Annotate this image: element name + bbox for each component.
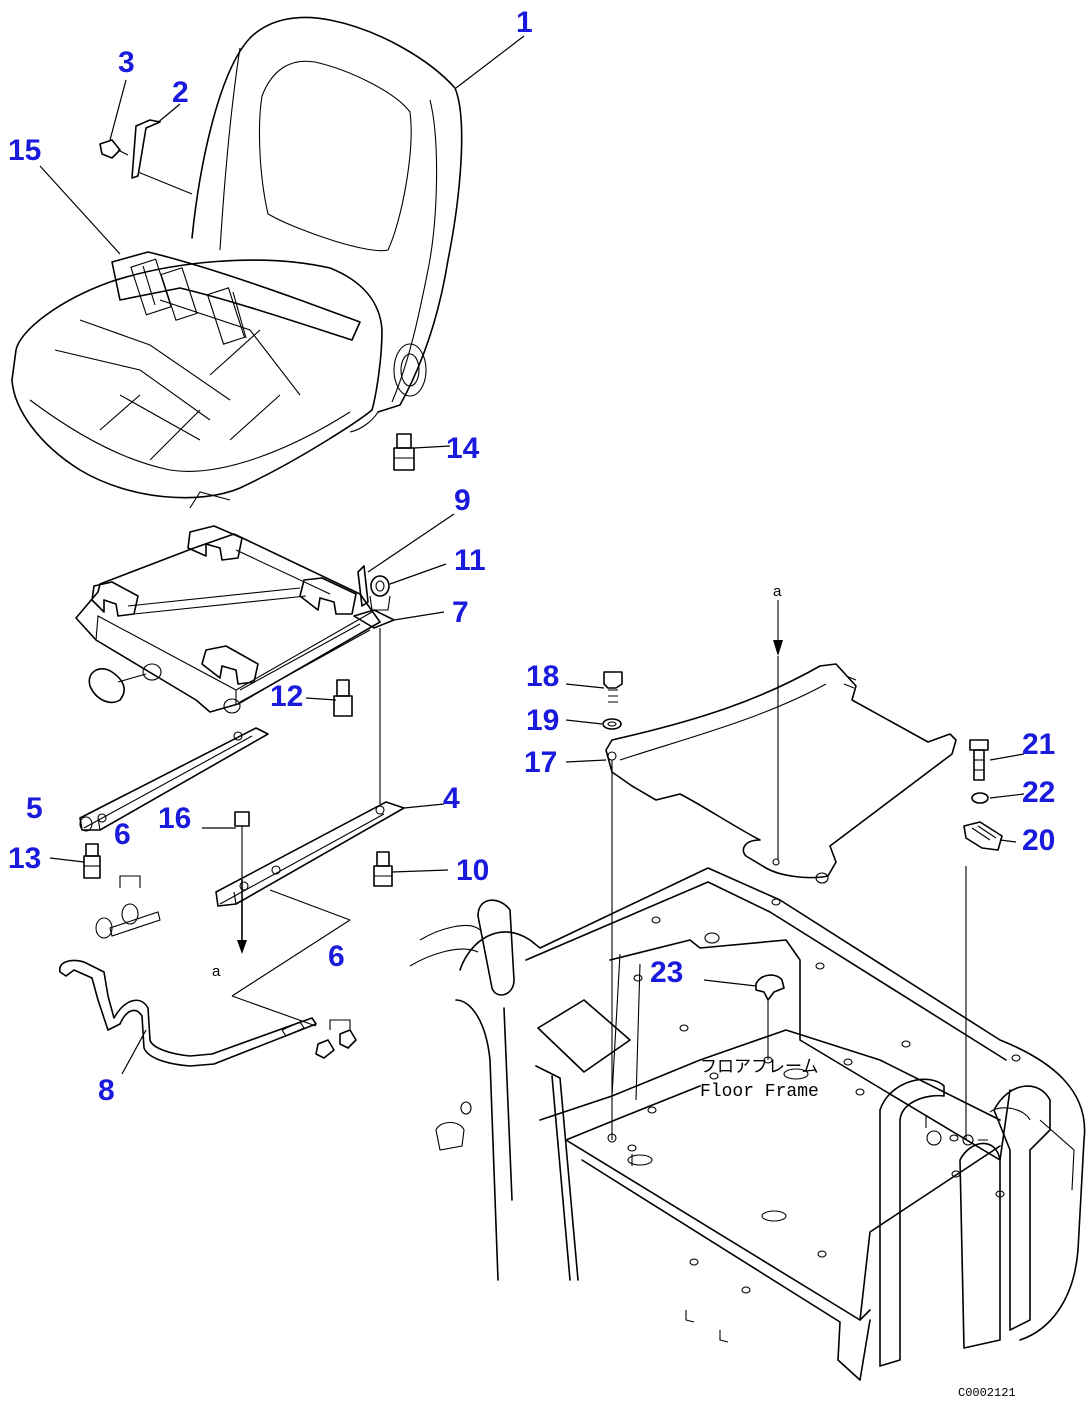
callout-14: 14 xyxy=(446,432,480,465)
floor-plate-17 xyxy=(605,663,957,884)
callout-2: 2 xyxy=(172,76,189,109)
callout-12: 12 xyxy=(270,680,303,713)
callout-3: 3 xyxy=(118,46,135,79)
cap-23 xyxy=(755,974,785,1060)
bracket-9 xyxy=(357,565,369,607)
callout-17: 17 xyxy=(524,746,557,779)
bracket-2 xyxy=(131,119,193,195)
callout-4: 4 xyxy=(443,782,460,815)
callout-7: 7 xyxy=(452,596,469,629)
bolt-14 xyxy=(393,433,415,471)
figure-reference-code: C0002121 xyxy=(958,1386,1016,1400)
floor-frame xyxy=(409,867,1086,1381)
rail-4 xyxy=(215,801,405,907)
callout-21: 21 xyxy=(1022,728,1055,761)
callout-13: 13 xyxy=(8,842,41,875)
callout-9: 9 xyxy=(454,484,471,517)
callout-labels: 1 2 3 4 5 6 6 7 8 9 10 11 12 13 14 15 16… xyxy=(8,6,1055,1107)
callout-11: 11 xyxy=(454,544,486,577)
callout-22: 22 xyxy=(1022,776,1055,809)
callout-6-lower: 6 xyxy=(328,940,345,973)
callout-20: 20 xyxy=(1022,824,1055,857)
link-8 xyxy=(59,875,317,1067)
seat-slide-frame xyxy=(75,525,381,714)
callout-23: 23 xyxy=(650,956,683,989)
callout-5: 5 xyxy=(26,792,43,825)
ref-marker-a-top: a xyxy=(773,583,782,600)
nut-10 xyxy=(373,851,393,887)
bolt-18 xyxy=(603,671,623,703)
callout-19: 19 xyxy=(526,704,559,737)
floor-frame-label-japanese: フロアフレーム xyxy=(700,1057,819,1077)
ref-marker-a-left: a xyxy=(212,963,221,980)
callout-15: 15 xyxy=(8,134,41,167)
bracket-6-lower xyxy=(231,889,357,1059)
callout-1: 1 xyxy=(516,6,533,39)
leader-lines xyxy=(39,35,1025,1075)
callout-6-upper: 6 xyxy=(114,818,131,851)
arrow-a-top xyxy=(773,600,783,860)
seat-assembly xyxy=(11,16,463,509)
clip-20 xyxy=(963,821,1003,851)
bolt-3 xyxy=(99,139,129,159)
washer-22 xyxy=(971,792,989,804)
callout-8: 8 xyxy=(98,1074,115,1107)
nut-11 xyxy=(369,575,391,611)
callout-16: 16 xyxy=(158,802,191,835)
washer-19 xyxy=(602,718,622,730)
bolt-13 xyxy=(83,843,101,879)
callout-18: 18 xyxy=(526,660,559,693)
rail-5 xyxy=(79,727,269,832)
callout-10: 10 xyxy=(456,854,489,887)
bolt-12 xyxy=(333,679,353,717)
bolt-16 xyxy=(234,811,250,954)
bolt-21 xyxy=(969,739,989,781)
floor-frame-label-english: Floor Frame xyxy=(700,1082,819,1102)
